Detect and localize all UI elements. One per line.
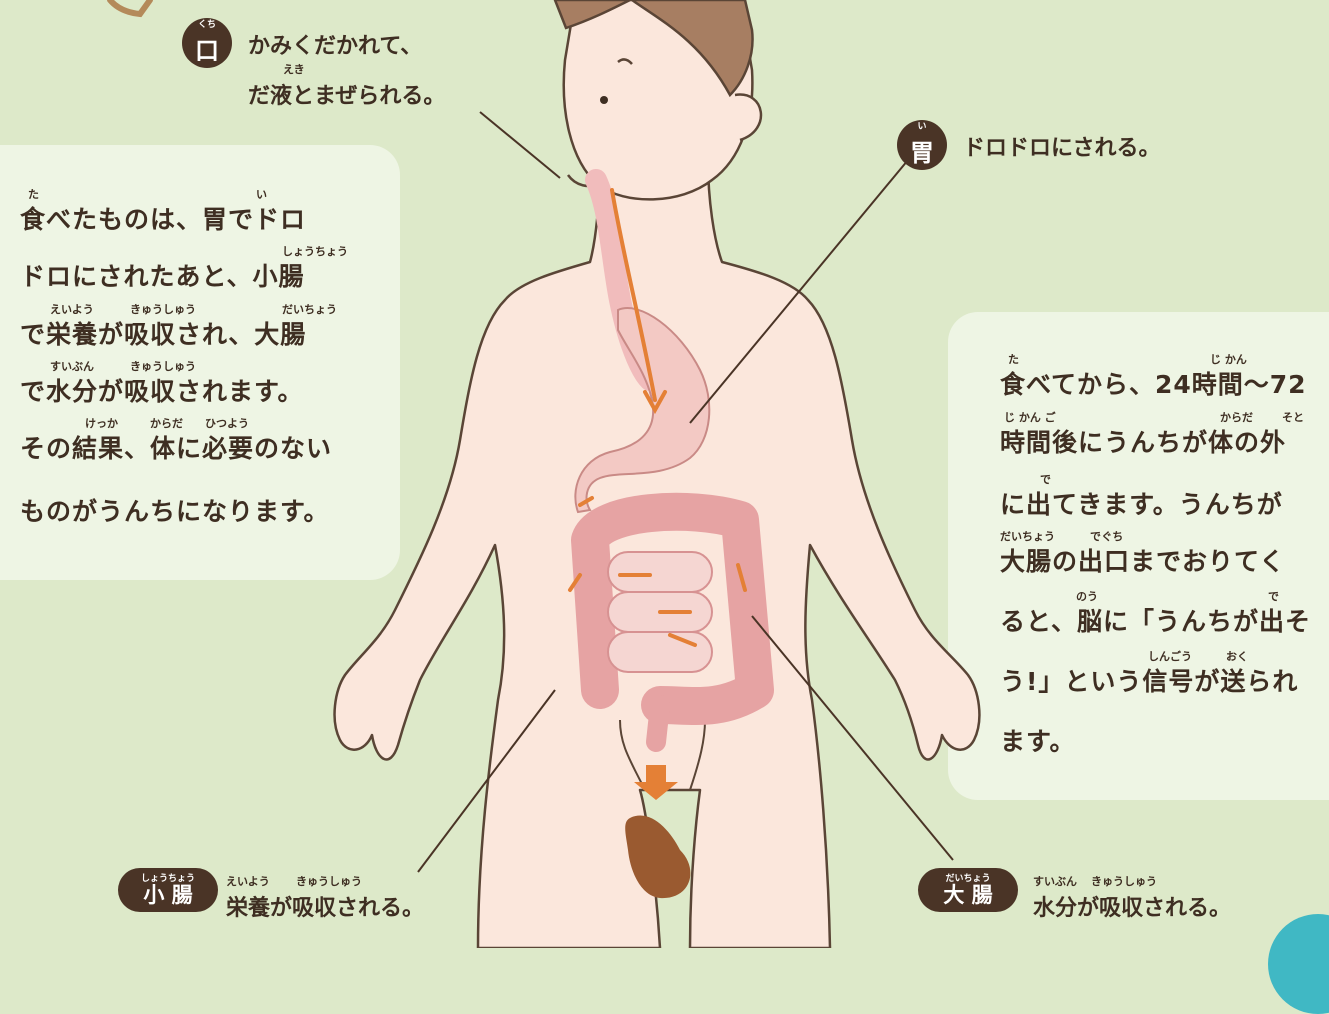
right-line-7: ます。 — [1000, 722, 1076, 758]
small-intestine-caption: えいよう きゅうしゅう 栄養が吸収される。 — [226, 890, 424, 922]
left-line-2-text: ドロにされたあと、小腸 — [20, 262, 305, 291]
furigana: だいちょう — [1000, 528, 1055, 544]
furigana: すいぶん — [50, 358, 94, 374]
left-line-3-text: で栄養が吸収され、大腸 — [20, 320, 306, 349]
furigana: た — [1008, 351, 1019, 367]
furigana: きゅうしゅう — [1091, 873, 1157, 889]
rectum — [656, 705, 660, 742]
mouth-badge: くち 口 — [182, 18, 232, 68]
right-line-1: た じ かん 食べてから、24時間〜72 — [1000, 365, 1307, 401]
left-line-3: えいよう きゅうしゅう だいちょう で栄養が吸収され、大腸 — [20, 315, 306, 351]
stomach-badge: い 胃 — [897, 120, 947, 170]
mouth-caption-line2-text: だ液とまぜられる。 — [248, 84, 445, 109]
left-line-2: しょうちょう ドロにされたあと、小腸 — [20, 257, 305, 293]
furigana: おく — [1226, 648, 1248, 664]
furigana: しょうちょう — [282, 243, 348, 259]
right-line-1-text: 食べてから、24時間〜72 — [1000, 370, 1307, 399]
furigana: じ かん ご — [1004, 409, 1056, 425]
right-line-3-text: に出てきます。うんちが — [1000, 490, 1283, 519]
left-line-6-text: ものがうんちになります。 — [20, 497, 330, 526]
furigana: きゅうしゅう — [130, 358, 196, 374]
furigana: きゅうしゅう — [296, 873, 362, 889]
furigana: えいよう — [50, 301, 94, 317]
large-intestine-badge-label: 大 腸 — [943, 885, 992, 906]
furigana: えき — [283, 61, 305, 77]
right-line-6: しんごう おく う!」という信号が送られ — [1000, 662, 1298, 698]
furigana: からだ — [150, 415, 183, 431]
mouth-badge-furigana: くち — [198, 21, 216, 30]
left-line-5-text: その結果、体に必要のない — [20, 434, 332, 463]
stomach-caption: ドロドロにされる。 — [963, 130, 1161, 162]
large-intestine-caption: すいぶん きゅうしゅう 水分が吸収される。 — [1033, 890, 1231, 922]
left-line-5: けっか からだ ひつよう その結果、体に必要のない — [20, 429, 332, 465]
right-line-6-text: う!」という信号が送られ — [1000, 667, 1298, 696]
right-line-2-text: 時間後にうんちが体の外 — [1000, 428, 1286, 457]
furigana: ひつよう — [205, 415, 249, 431]
right-line-5-text: ると、脳に「うんちが出そ — [1000, 607, 1311, 636]
furigana: しんごう — [1148, 648, 1192, 664]
large-intestine-badge: だいちょう 大 腸 — [918, 868, 1018, 912]
furigana: じ かん — [1210, 351, 1247, 367]
furigana: い — [256, 186, 267, 202]
right-line-4: だいちょう でぐち 大腸の出口までおりてく — [1000, 542, 1285, 578]
left-line-1-text: 食べたものは、胃でドロ — [20, 205, 306, 234]
furigana: た — [28, 186, 39, 202]
furigana: で — [1268, 588, 1279, 604]
stomach-badge-label: 胃 — [910, 133, 934, 168]
furigana: すいぶん — [1033, 873, 1077, 889]
furigana: からだ — [1220, 409, 1253, 425]
mouth-caption-line2: えき だ液とまぜられる。 — [248, 78, 445, 110]
small-intestine-badge-label: 小 腸 — [143, 885, 192, 906]
furigana: えいよう — [226, 873, 270, 889]
eye — [600, 96, 608, 104]
right-line-2: じ かん ご からだ そと 時間後にうんちが体の外 — [1000, 423, 1286, 459]
left-line-4: すいぶん きゅうしゅう で水分が吸収されます。 — [20, 372, 304, 408]
furigana: けっか — [85, 415, 118, 431]
left-line-1: た い 食べたものは、胃でドロ — [20, 200, 306, 236]
furigana: のう — [1076, 588, 1098, 604]
left-line-4-text: で水分が吸収されます。 — [20, 377, 304, 406]
furigana: で — [1040, 471, 1051, 487]
furigana: でぐち — [1090, 528, 1123, 544]
right-line-3: で に出てきます。うんちが — [1000, 485, 1283, 521]
furigana: きゅうしゅう — [130, 301, 196, 317]
stomach-badge-furigana: い — [917, 123, 926, 132]
right-line-7-text: ます。 — [1000, 727, 1076, 756]
furigana: そと — [1282, 409, 1304, 425]
right-line-5: のう で ると、脳に「うんちが出そ — [1000, 602, 1311, 638]
mouth-caption-line1: かみくだかれて、 — [248, 28, 422, 60]
furigana: だいちょう — [282, 301, 337, 317]
right-line-4-text: 大腸の出口までおりてく — [1000, 547, 1285, 576]
large-intestine-caption-text: 水分が吸収される。 — [1033, 896, 1231, 921]
small-intestine-caption-text: 栄養が吸収される。 — [226, 896, 424, 921]
small-intestine-badge: しょうちょう 小 腸 — [118, 868, 218, 912]
left-line-6: ものがうんちになります。 — [20, 492, 330, 528]
sprout-decoration — [110, 0, 150, 14]
mouth-badge-label: 口 — [195, 31, 219, 66]
